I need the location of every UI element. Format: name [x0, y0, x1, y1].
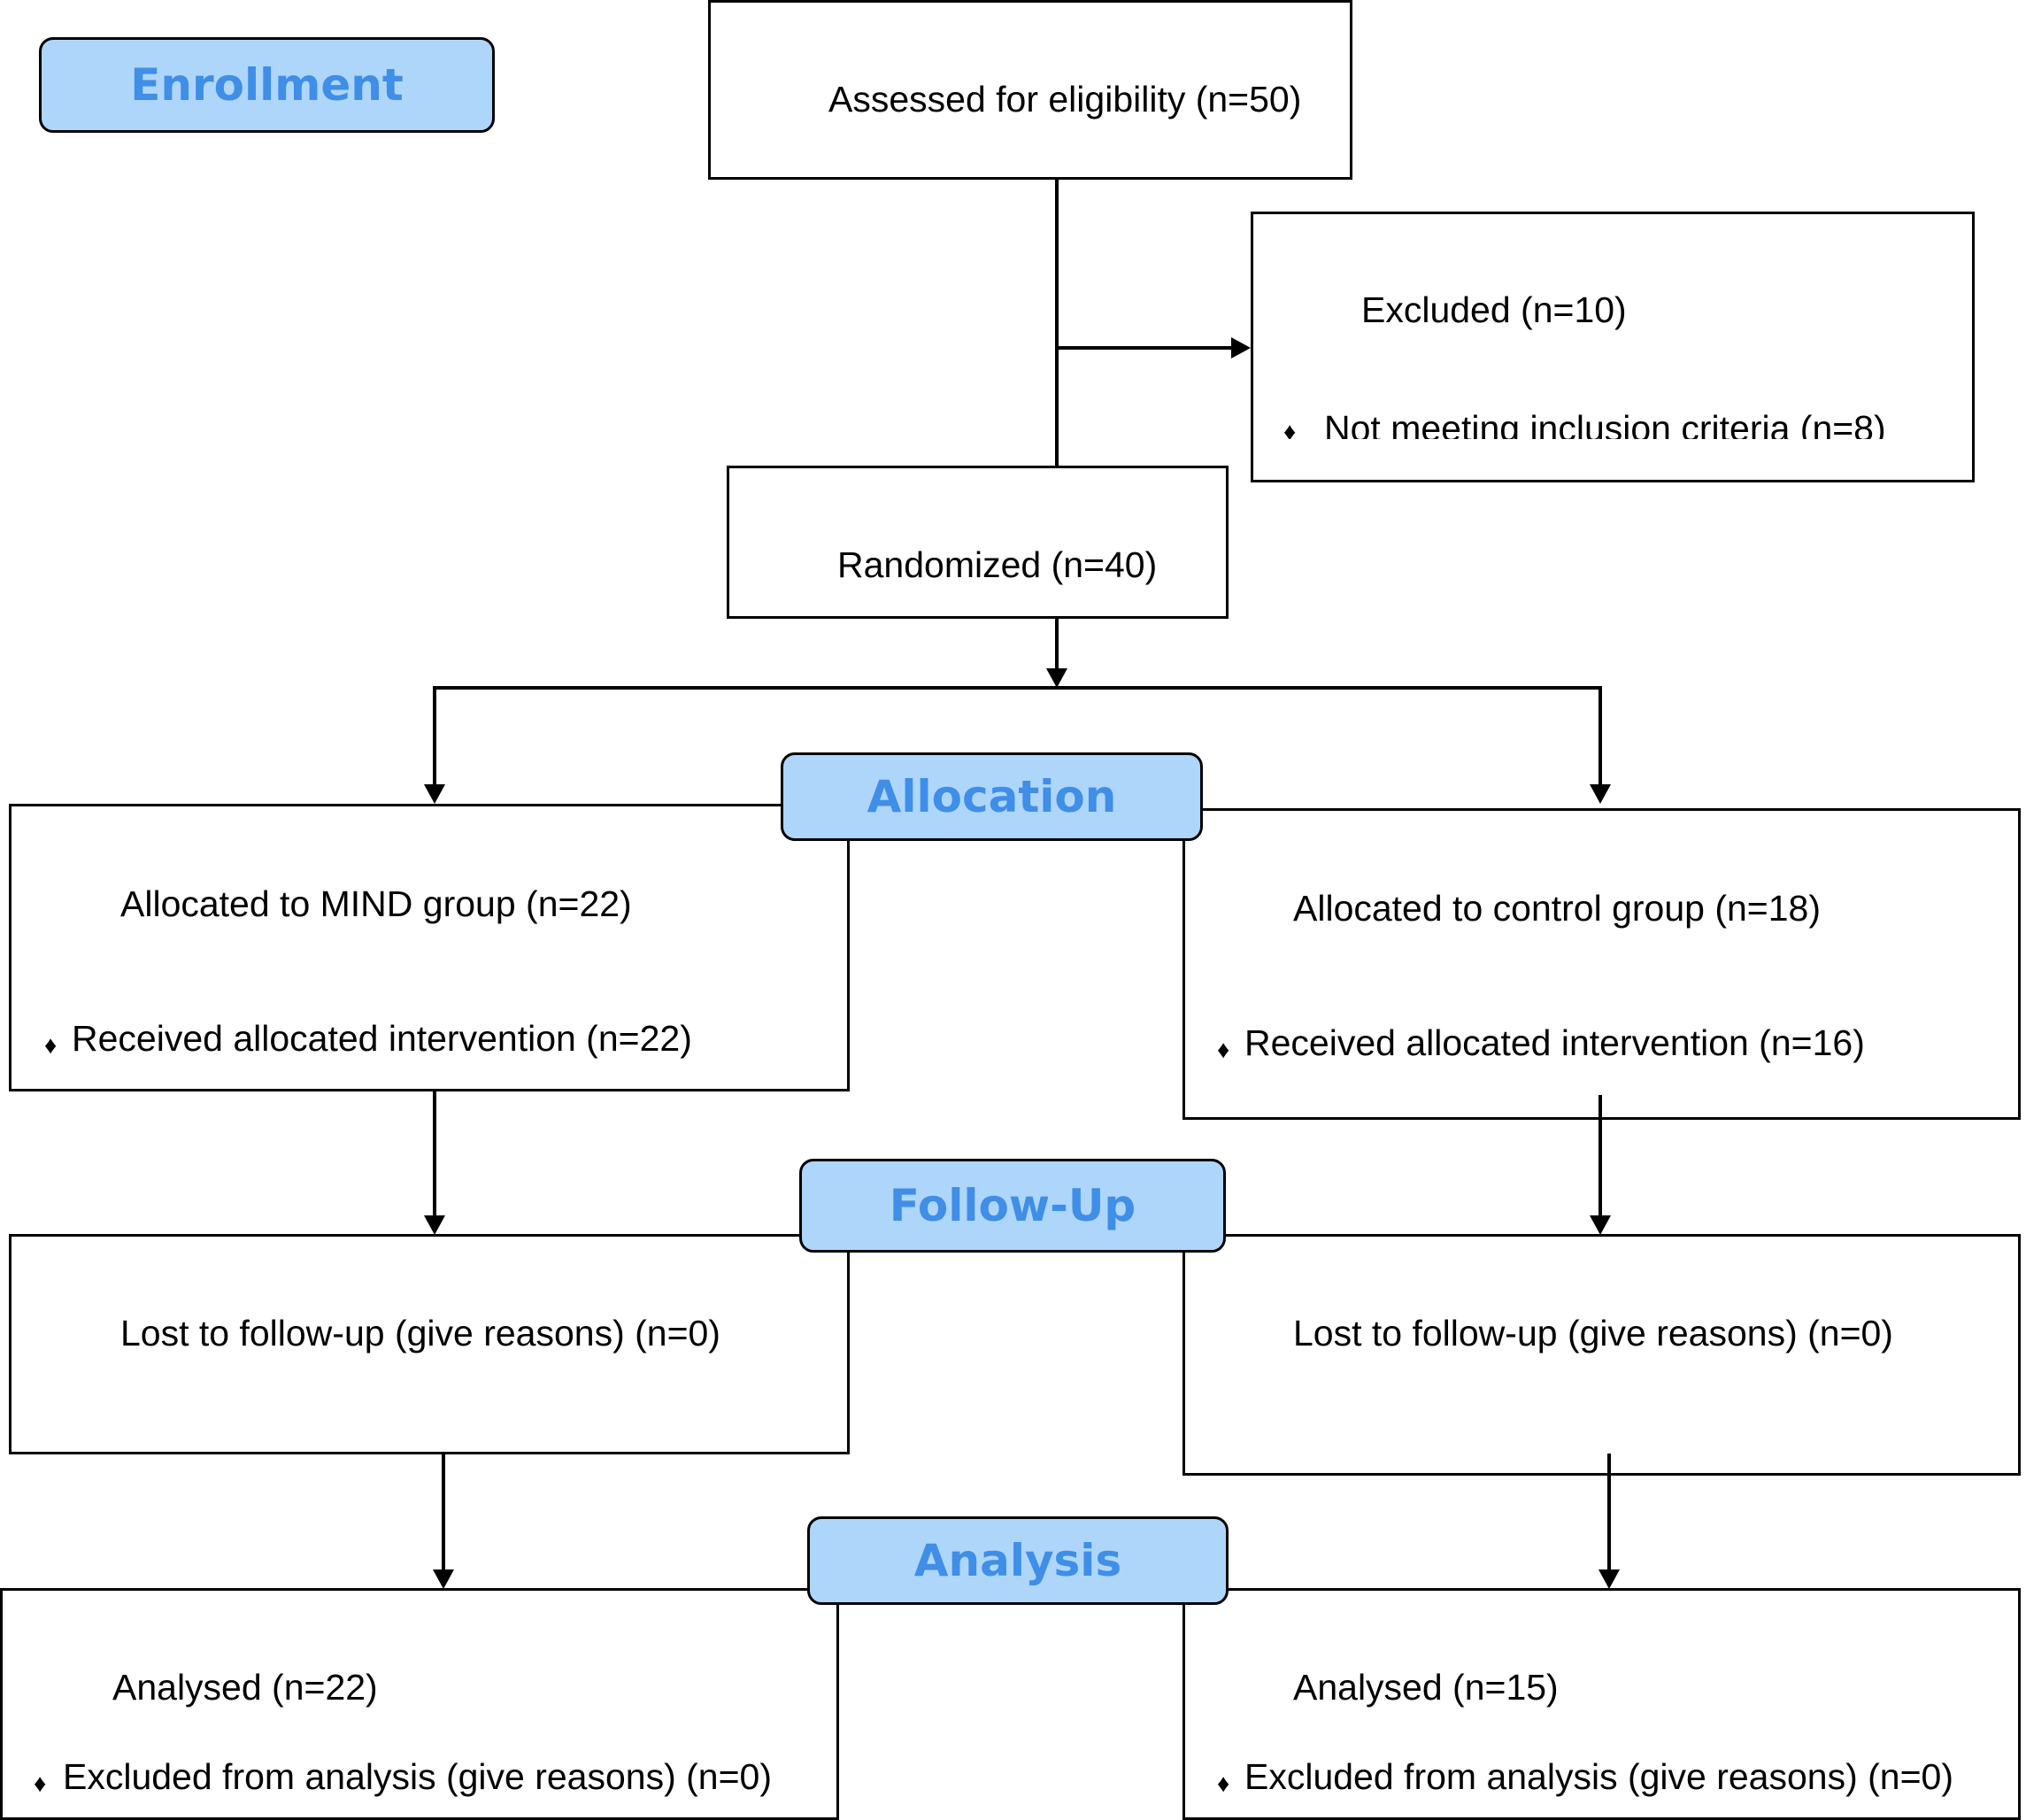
bullet-icon: ♦ — [1217, 1770, 1230, 1797]
arrowhead-excluded — [1231, 337, 1251, 359]
arrowhead-left-followup — [424, 1215, 445, 1235]
analysis-right-title: Analysed (n=15) — [1293, 1667, 1559, 1708]
followup-right-box: Lost to follow-up (give reasons) (n=0) — [1182, 1234, 2021, 1476]
analysis-right-item: Excluded from analysis (give reasons) (n… — [1244, 1756, 1953, 1797]
excluded-title: Excluded (n=10) — [1361, 289, 1627, 330]
followup-left-box: Lost to follow-up (give reasons) (n=0) — [9, 1234, 850, 1454]
allocation-left-box: Allocated to MIND group (n=22) ♦ Receive… — [9, 804, 850, 1091]
arrowhead-right-allocation — [1590, 784, 1611, 804]
allocation-right-title: Allocated to control group (n=18) — [1293, 888, 1822, 929]
bullet-icon: ♦ — [44, 1031, 58, 1059]
arrowhead-split — [1046, 668, 1067, 688]
analysis-right-box: Analysed (n=15) ♦ Excluded from analysis… — [1182, 1588, 2021, 1820]
followup-right-title: Lost to follow-up (give reasons) (n=0) — [1293, 1313, 1893, 1353]
allocation-left-title: Allocated to MIND group (n=22) — [120, 883, 632, 924]
analysis-left-item: Excluded from analysis (give reasons) (n… — [63, 1756, 772, 1797]
followup-left-title: Lost to follow-up (give reasons) (n=0) — [120, 1313, 720, 1353]
randomized-box: Randomized (n=40) — [727, 466, 1229, 619]
stage-enrollment: Enrollment — [39, 37, 495, 133]
stage-allocation: Allocation — [781, 752, 1203, 841]
assessed-box: Assessed for eligibility (n=50) — [708, 0, 1352, 180]
allocation-left-item: Received allocated intervention (n=22) — [72, 1018, 692, 1059]
arrowhead-right-analysis — [1598, 1569, 1620, 1589]
allocation-right-box: Allocated to control group (n=18) ♦ Rece… — [1182, 808, 2021, 1120]
bullet-icon: ♦ — [34, 1770, 47, 1797]
bullet-icon: ♦ — [1217, 1036, 1230, 1063]
arrowhead-left-analysis — [433, 1569, 454, 1589]
excluded-reason: Not meeting inclusion criteria (n=8) — [1324, 409, 1886, 440]
allocation-right-item: Received allocated intervention (n=16) — [1244, 1022, 1865, 1063]
randomized-text: Randomized (n=40) — [837, 544, 1158, 585]
excluded-box: Excluded (n=10) ♦ Not meeting inclusion … — [1251, 212, 1975, 482]
analysis-left-title: Analysed (n=22) — [112, 1667, 378, 1708]
stage-analysis: Analysis — [807, 1516, 1229, 1605]
arrowhead-left-allocation — [424, 784, 445, 804]
stage-follow-up: Follow-Up — [799, 1159, 1226, 1253]
arrowhead-right-followup — [1590, 1215, 1611, 1235]
bullet-icon: ♦ — [1283, 418, 1297, 440]
analysis-left-box: Analysed (n=22) ♦ Excluded from analysis… — [0, 1588, 839, 1820]
excluded-reason-row: ♦ Not meeting inclusion criteria (n=8) — [1253, 409, 1972, 440]
assessed-text: Assessed for eligibility (n=50) — [828, 79, 1302, 120]
